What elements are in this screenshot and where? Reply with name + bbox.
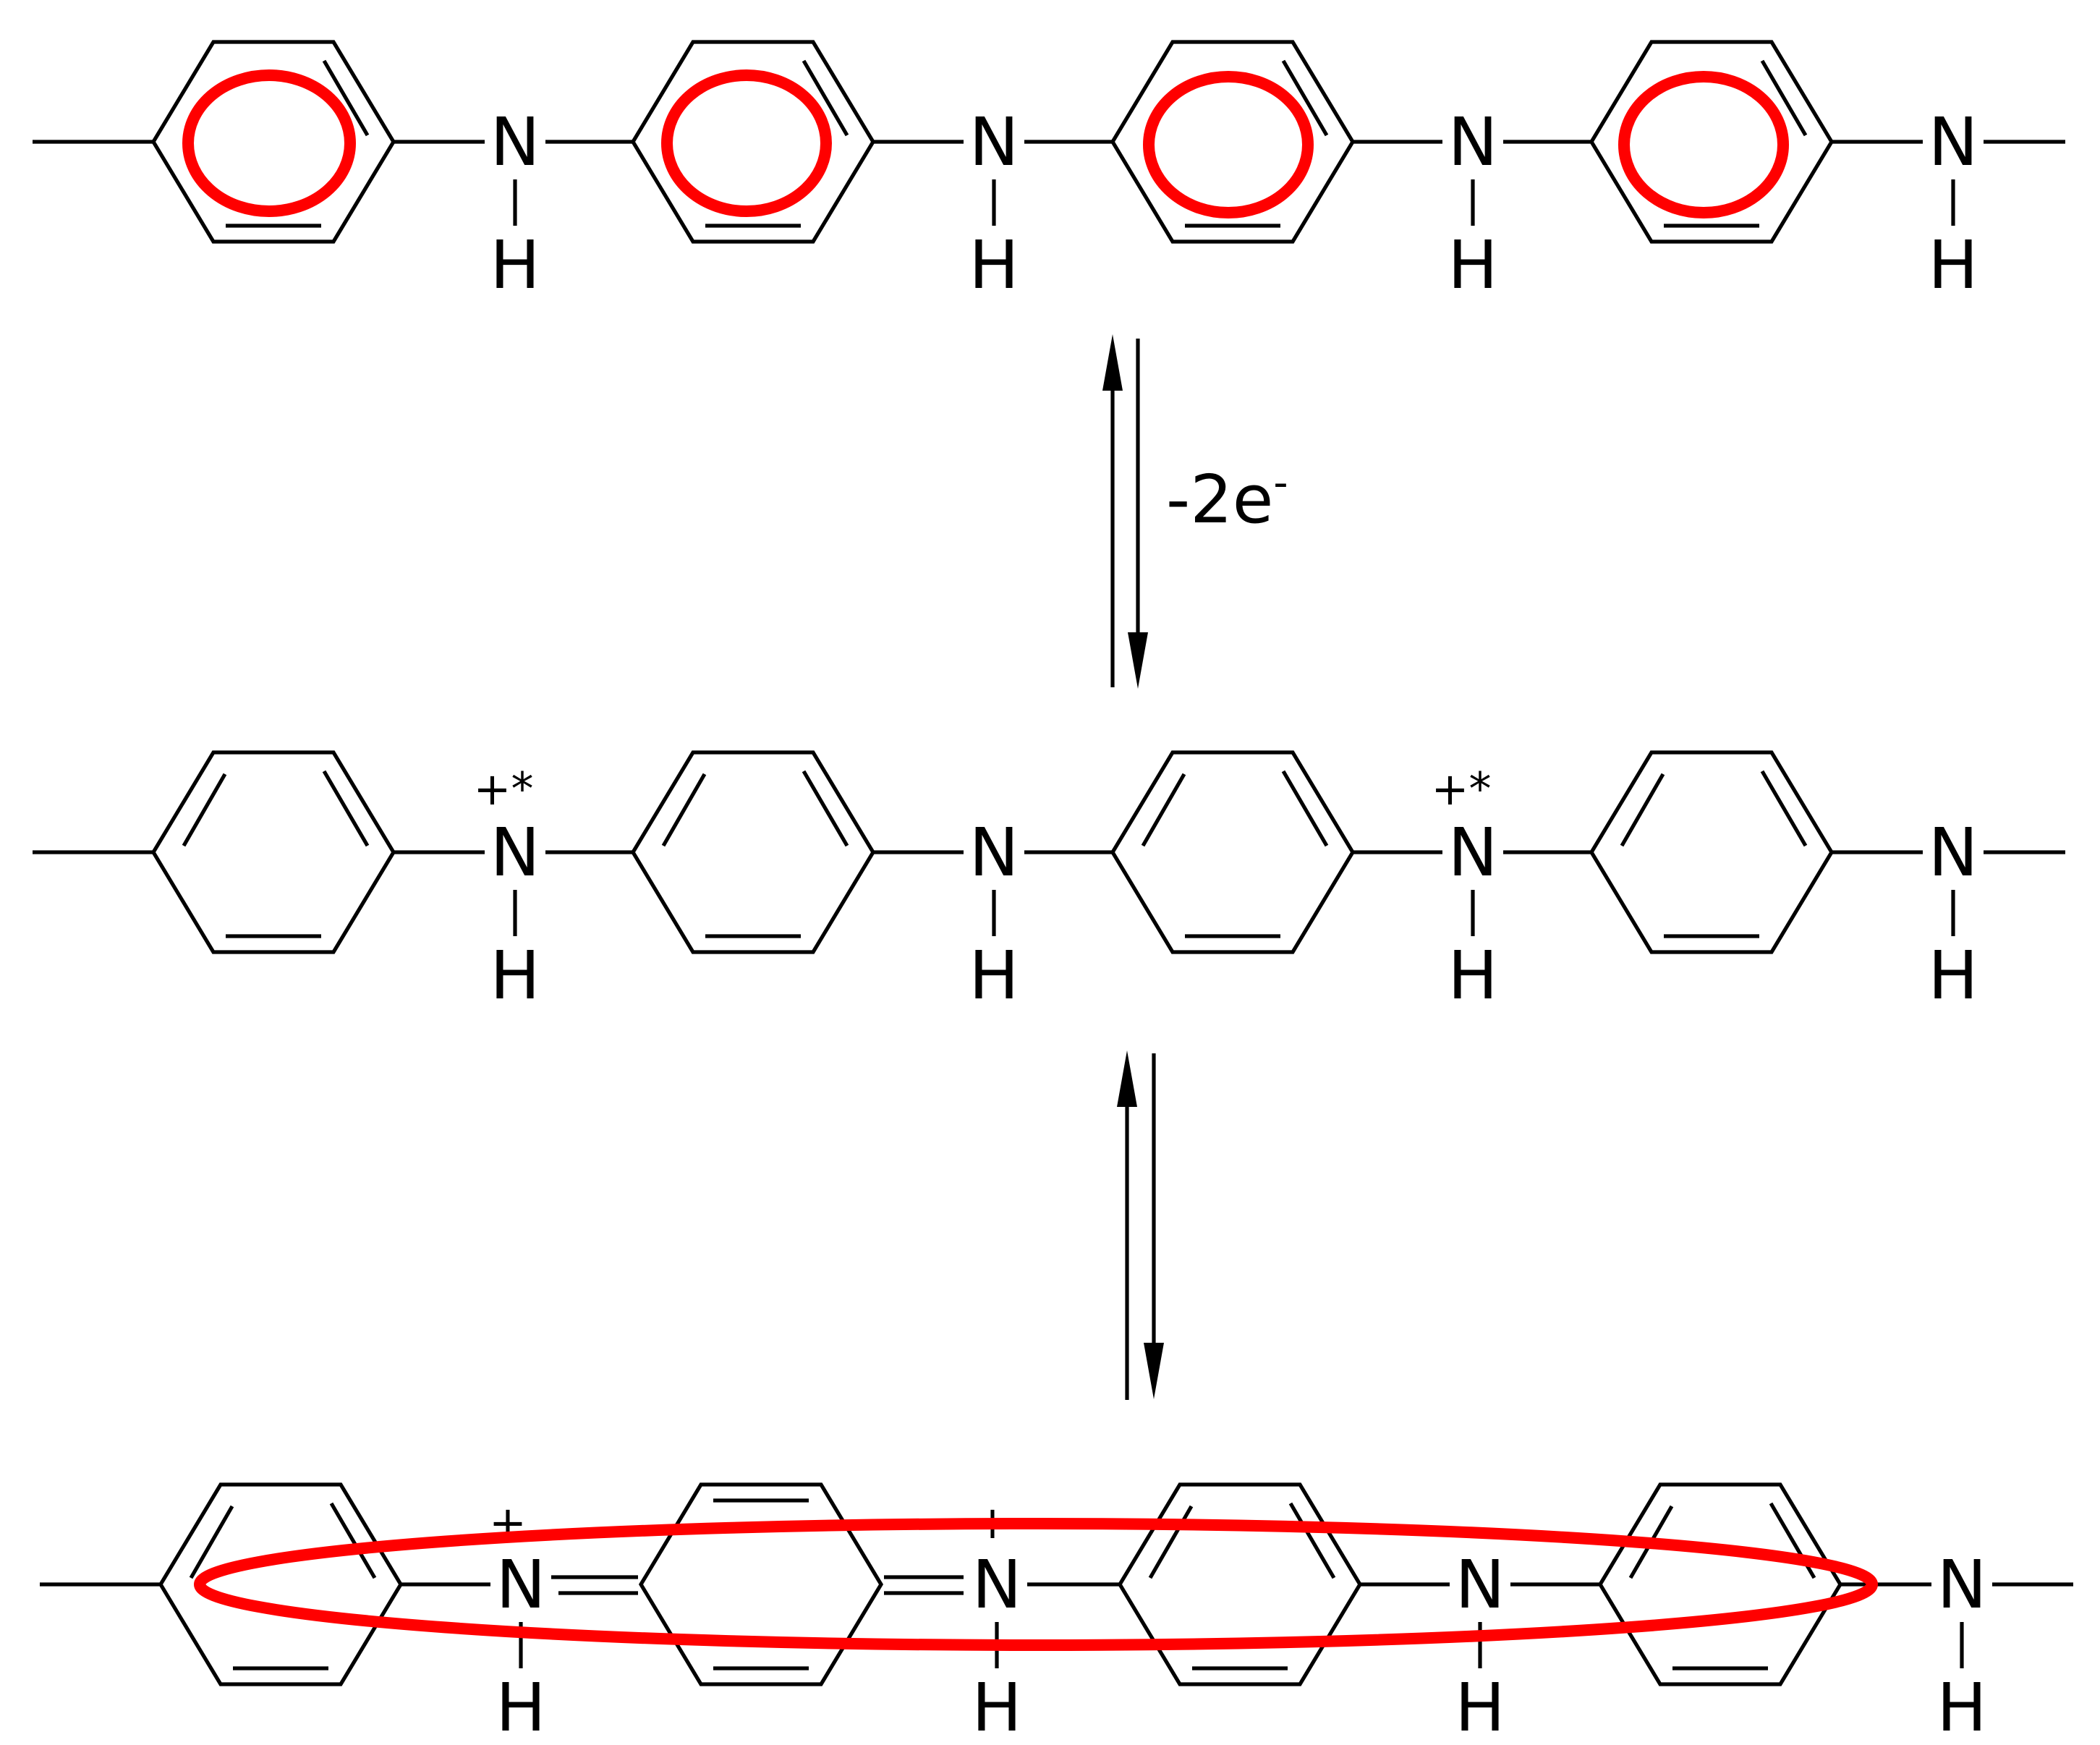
arrow-up-head bbox=[1102, 334, 1123, 391]
benzene-ring-3 bbox=[1117, 1482, 1363, 1686]
structure-bipolaron: + N H + N H N H bbox=[40, 1482, 2073, 1745]
nitrogen-atom: N bbox=[1937, 1546, 1987, 1623]
equilibrium-arrow-1: -2e- bbox=[1102, 334, 1288, 689]
nitrogen-atom: N bbox=[969, 103, 1019, 181]
hydrogen-atom: H bbox=[1937, 1669, 1986, 1745]
structure-leucoemeraldine: N H N H N H N H bbox=[33, 40, 2065, 304]
hydrogen-atom: H bbox=[490, 937, 540, 1014]
nitrogen-atom: N bbox=[1455, 1546, 1505, 1623]
arrow-down-head bbox=[1144, 1343, 1164, 1399]
benzene-ring-4 bbox=[1597, 1482, 1843, 1686]
aromatic-highlight-2 bbox=[661, 69, 832, 217]
nitrogen-atom: N bbox=[490, 814, 540, 891]
nitrogen-atom: N bbox=[972, 1546, 1022, 1623]
aromatic-highlight-3 bbox=[1143, 71, 1314, 218]
nitrogen-atom: N bbox=[1448, 814, 1498, 891]
hydrogen-atom: H bbox=[1455, 1669, 1505, 1745]
nitrogen-atom: N bbox=[496, 1546, 546, 1623]
hydrogen-atom: H bbox=[969, 226, 1019, 304]
nitrogen-atom: N bbox=[1929, 814, 1978, 891]
reaction-label: -2e- bbox=[1166, 459, 1288, 538]
charge-label: +* bbox=[474, 763, 534, 815]
hydrogen-atom: H bbox=[1928, 937, 1978, 1014]
quinoid-ring bbox=[638, 1482, 884, 1686]
nitrogen-atom: N bbox=[490, 103, 540, 181]
arrow-down-head bbox=[1128, 632, 1148, 689]
charge-label: +* bbox=[1432, 763, 1492, 815]
structure-polaron: +* N H N H +* N H bbox=[33, 750, 2065, 1014]
nitrogen-atom: N bbox=[969, 814, 1019, 891]
arrow-up-head bbox=[1117, 1050, 1137, 1107]
hydrogen-atom: H bbox=[1448, 937, 1497, 1014]
aromatic-highlight-4 bbox=[1618, 71, 1789, 218]
hydrogen-atom: H bbox=[496, 1669, 545, 1745]
benzene-ring-2 bbox=[630, 750, 876, 954]
hydrogen-atom: H bbox=[972, 1669, 1021, 1745]
equilibrium-arrow-2 bbox=[1117, 1050, 1164, 1400]
aromatic-ring-highlights bbox=[182, 69, 1789, 218]
nitrogen-atom: N bbox=[1929, 103, 1978, 181]
benzene-ring-3 bbox=[1110, 750, 1356, 954]
hydrogen-atom: H bbox=[490, 226, 540, 304]
nitrogen-atom: N bbox=[1448, 103, 1498, 181]
hydrogen-atom: H bbox=[1928, 226, 1978, 304]
hydrogen-atom: H bbox=[1448, 226, 1497, 304]
aromatic-highlight-1 bbox=[182, 69, 356, 217]
benzene-ring-1 bbox=[150, 750, 396, 954]
hydrogen-atom: H bbox=[969, 937, 1019, 1014]
benzene-ring-4 bbox=[1589, 750, 1835, 954]
delocalization-highlight bbox=[194, 1518, 1878, 1651]
